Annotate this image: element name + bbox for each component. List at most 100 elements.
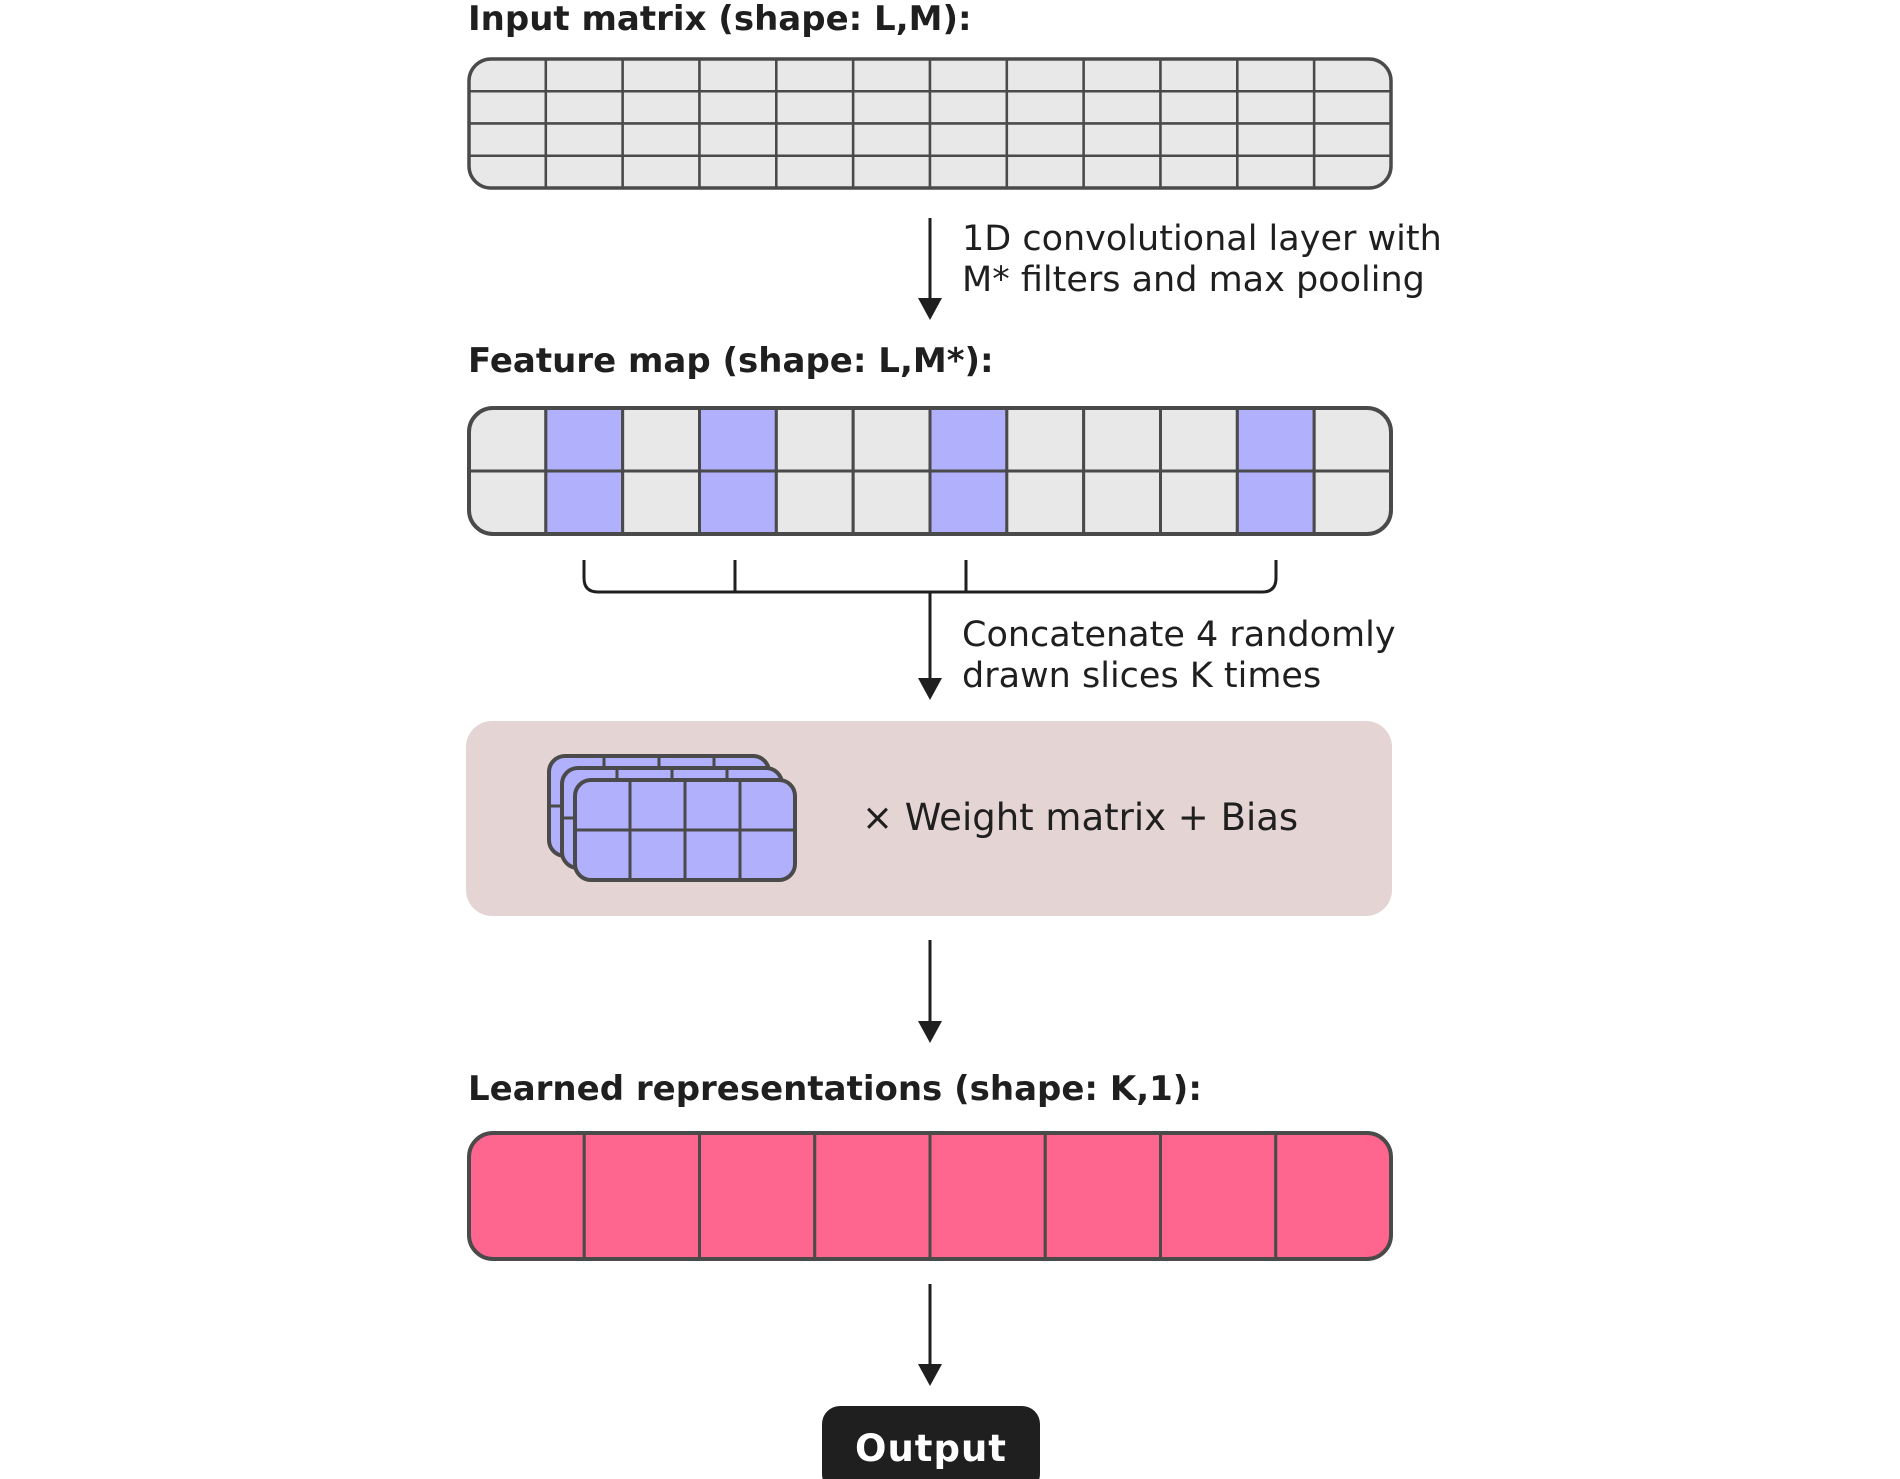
feature-map-cell	[698, 469, 778, 534]
slice-layer-2-cell	[628, 828, 687, 880]
input-matrix-cell	[469, 154, 548, 188]
input-matrix-cell	[1312, 90, 1391, 125]
input-matrix-cell	[698, 90, 778, 125]
feature-map-cell	[1082, 408, 1162, 473]
feature-map-cell	[621, 469, 702, 534]
input-matrix-cell	[1236, 90, 1316, 125]
input-matrix-cell	[851, 122, 932, 157]
input-matrix-cell	[698, 154, 778, 188]
conv-label-line2: M* filters and max pooling	[962, 260, 1425, 300]
slice-layer-2-cell	[575, 780, 632, 832]
input-matrix-cell	[621, 122, 701, 157]
feature-map-cell	[928, 408, 1009, 473]
input-matrix-cell	[698, 59, 778, 93]
input-matrix-cell	[1005, 90, 1085, 125]
input-matrix-cell	[1236, 122, 1316, 157]
output-label: Output	[855, 1427, 1007, 1470]
slice-layer-2-border	[573, 778, 797, 882]
concat-label-line1: Concatenate 4 randomly	[962, 615, 1396, 655]
feature-map-cell	[621, 408, 702, 473]
learned-cell	[1274, 1133, 1391, 1259]
learned-cell	[1159, 1133, 1278, 1259]
input-matrix-cell	[544, 122, 624, 157]
feature-map-title: Feature map (shape: L,M*):	[468, 341, 994, 381]
input-matrix-cell	[775, 90, 855, 125]
learned-cell	[698, 1133, 817, 1259]
input-matrix-cell	[851, 154, 932, 188]
input-matrix-cell	[1312, 59, 1391, 93]
input-matrix-cell	[469, 59, 548, 93]
input-matrix-cell	[1312, 154, 1391, 188]
input-matrix-cell	[1082, 59, 1162, 93]
feature-map-cell	[1312, 469, 1391, 534]
input-matrix-cell	[544, 90, 624, 125]
feature-map-cell	[1159, 469, 1239, 534]
feature-map-cell	[774, 469, 855, 534]
input-matrix-cell	[621, 154, 701, 188]
slice-layer-2-cell	[683, 780, 742, 832]
input-matrix	[467, 57, 1393, 190]
input-matrix-cell	[1159, 90, 1239, 125]
learned-cell	[813, 1133, 932, 1259]
input-matrix-cell	[1312, 122, 1391, 157]
feature-map-cell	[851, 469, 932, 534]
input-matrix-cell	[1159, 122, 1239, 157]
input-matrix-cell	[775, 59, 855, 93]
learned-cell	[582, 1133, 701, 1259]
weight-bias-label: × Weight matrix + Bias	[862, 796, 1298, 839]
input-matrix-cell	[775, 154, 855, 188]
input-matrix-cell	[1159, 59, 1239, 93]
input-matrix-cell	[469, 90, 548, 125]
arrow-concat	[918, 592, 942, 700]
feature-map	[467, 406, 1393, 536]
conv-label-line1: 1D convolutional layer with	[962, 219, 1442, 259]
slice-layer-2-cell	[575, 828, 632, 880]
learned-representations	[467, 1131, 1393, 1261]
feature-map-cell	[544, 469, 625, 534]
input-matrix-cell	[928, 59, 1009, 93]
input-matrix-cell	[775, 122, 855, 157]
input-matrix-cell	[1236, 154, 1316, 188]
input-matrix-cell	[928, 154, 1009, 188]
feature-map-border	[467, 406, 1393, 536]
feature-map-cell	[1235, 408, 1316, 473]
feature-map-cell	[1082, 469, 1162, 534]
learned-cell	[928, 1133, 1047, 1259]
input-matrix-cell	[1082, 90, 1162, 125]
input-matrix-title: Input matrix (shape: L,M):	[468, 0, 972, 39]
arrow-conv	[918, 218, 942, 320]
feature-map-cell	[928, 469, 1009, 534]
learned-cell	[469, 1133, 586, 1259]
feature-map-cell	[1312, 408, 1391, 473]
slice-layer-2-cell	[738, 780, 795, 832]
feature-map-cell	[469, 469, 548, 534]
feature-map-cell	[544, 408, 625, 473]
slice-layer-2-cell	[683, 828, 742, 880]
slice-layer	[573, 778, 797, 882]
input-matrix-cell	[928, 90, 1009, 125]
slice-layer-2-cell	[628, 780, 687, 832]
feature-map-cell	[1159, 408, 1239, 473]
input-matrix-cell	[621, 90, 701, 125]
feature-map-cell	[1005, 408, 1086, 473]
input-matrix-cell	[851, 90, 932, 125]
input-matrix-cell	[1082, 154, 1162, 188]
learned-title: Learned representations (shape: K,1):	[468, 1069, 1202, 1109]
feature-map-cell	[698, 408, 778, 473]
input-matrix-cell	[1005, 154, 1085, 188]
input-matrix-cell	[928, 122, 1009, 157]
input-matrix-cell	[851, 59, 932, 93]
input-matrix-cell	[698, 122, 778, 157]
feature-map-cell	[1005, 469, 1086, 534]
slice-bracket	[582, 560, 1278, 594]
input-matrix-cell	[621, 59, 701, 93]
arrow-representation	[918, 940, 942, 1043]
feature-map-cell	[774, 408, 855, 473]
learned-cell	[1043, 1133, 1162, 1259]
input-matrix-cell	[1082, 122, 1162, 157]
slice-layer-2-cell	[738, 828, 795, 880]
concat-label-line2: drawn slices K times	[962, 656, 1321, 696]
input-matrix-cell	[1236, 59, 1316, 93]
output-box	[822, 1406, 1040, 1479]
